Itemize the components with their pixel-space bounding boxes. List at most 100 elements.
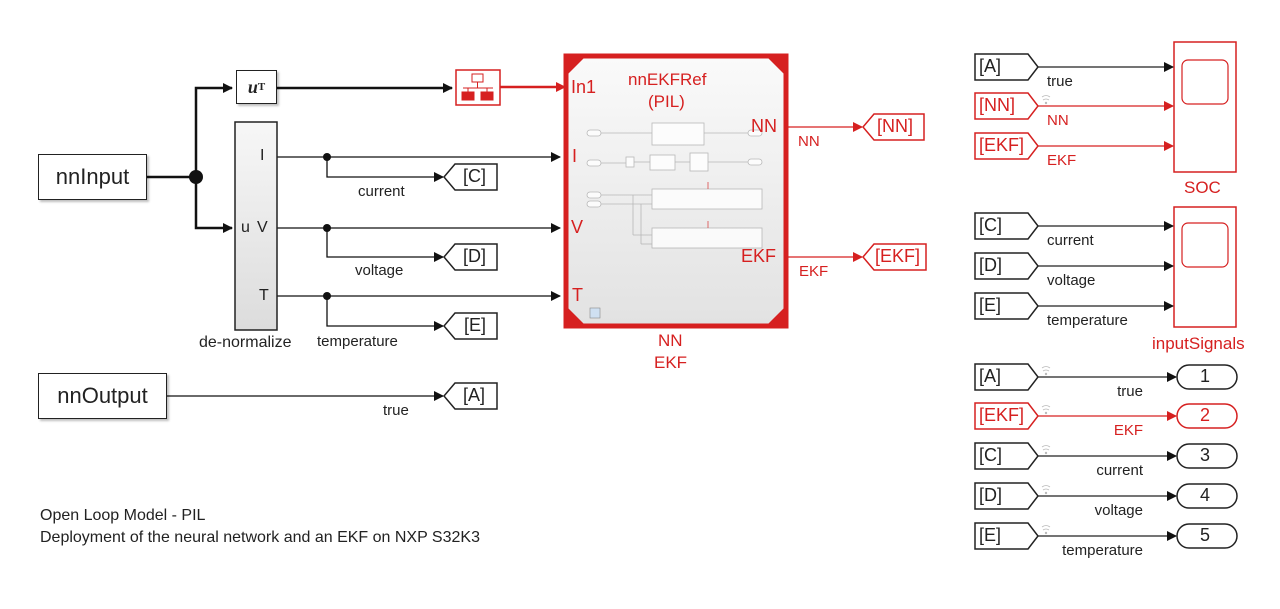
pil-inport-In1: In1 — [571, 77, 597, 97]
port-label-u: u — [241, 219, 250, 236]
outport-block[interactable] — [1176, 483, 1238, 509]
from-tag: [E] — [979, 295, 1002, 315]
from-block-soc[interactable] — [974, 132, 1039, 160]
scope-input-signals[interactable] — [1173, 206, 1237, 328]
from-tag: [C] — [979, 445, 1003, 465]
pil-caption-line2: EKF — [654, 353, 688, 372]
wire-to-transpose[interactable] — [194, 83, 233, 177]
signal-label: temperature — [1047, 312, 1128, 329]
annotation-line1: Open Loop Model - PIL — [40, 507, 206, 524]
signal-label: NN — [1047, 112, 1069, 129]
signal-logging-icon — [1041, 366, 1051, 376]
wire-to-denormalize[interactable] — [194, 177, 233, 233]
hierarchy-icon — [461, 73, 494, 101]
pil-inport-T: T — [572, 285, 583, 305]
goto-tag-C: [C] — [463, 166, 487, 186]
nninput-block[interactable]: nnInput — [38, 154, 147, 200]
signal-logging-icon — [1041, 445, 1051, 455]
port-label-I: I — [260, 147, 265, 164]
pil-inport-V: V — [571, 217, 584, 237]
from-block-outport[interactable] — [974, 522, 1039, 550]
signal-label-ekf: EKF — [799, 263, 829, 280]
signal-label: EKF — [1047, 152, 1077, 169]
from-tag: [EKF] — [979, 405, 1025, 425]
from-tag: [D] — [979, 255, 1003, 275]
signal-label: temperature — [1062, 542, 1143, 559]
annotation-line2: Deployment of the neural network and an … — [40, 529, 480, 546]
signal-label: true — [1117, 383, 1143, 400]
from-block-inputs[interactable] — [974, 212, 1039, 240]
signal-logging-icon — [1041, 95, 1051, 105]
signal-label: true — [1047, 73, 1073, 90]
from-block-outport[interactable] — [974, 402, 1039, 430]
pil-outport-EKF: EKF — [741, 246, 777, 266]
signal-label: current — [1096, 462, 1143, 479]
signal-logging-icon — [1041, 525, 1051, 535]
signal-logging-icon — [1041, 485, 1051, 495]
goto-tag-D: [D] — [463, 246, 487, 266]
signal-label-voltage: voltage — [355, 262, 404, 279]
outport-number: 4 — [1200, 485, 1211, 505]
goto-tag-EKF: [EKF] — [875, 246, 921, 266]
signal-label: voltage — [1094, 502, 1143, 519]
from-tag: [A] — [979, 56, 1002, 76]
signal-label: voltage — [1047, 272, 1096, 289]
from-block-outport[interactable] — [974, 482, 1039, 510]
model-reference-icon — [589, 307, 601, 319]
wire-current-goto[interactable] — [326, 157, 444, 182]
scope-input-signals-label: inputSignals — [1152, 334, 1245, 353]
pil-caption-line1: NN — [658, 331, 683, 350]
from-tag: [A] — [979, 366, 1002, 386]
from-block-inputs[interactable] — [974, 252, 1039, 280]
goto-tag-NN: [NN] — [877, 116, 913, 136]
from-block-inputs[interactable] — [974, 292, 1039, 320]
goto-EKF[interactable] — [862, 243, 927, 271]
goto-E[interactable] — [443, 312, 498, 340]
branch-point — [323, 292, 331, 300]
pil-title-line2: (PIL) — [648, 92, 685, 111]
signal-label: EKF — [1113, 422, 1143, 439]
from-tag: [E] — [979, 525, 1002, 545]
scope-soc[interactable] — [1173, 41, 1237, 173]
from-block-outport[interactable] — [974, 442, 1039, 470]
from-block-soc[interactable] — [974, 92, 1039, 120]
transpose-base: u — [247, 76, 258, 97]
denormalize-block[interactable] — [234, 121, 278, 331]
wire-voltage-goto[interactable] — [326, 228, 444, 262]
signal-label-temperature: temperature — [317, 333, 398, 350]
from-tag: [NN] — [979, 95, 1015, 115]
outport-block[interactable] — [1176, 443, 1238, 469]
branch-point — [189, 170, 203, 184]
outport-block[interactable] — [1176, 403, 1238, 429]
wire-temperature-goto[interactable] — [326, 296, 444, 331]
signal-label-nn: NN — [798, 133, 820, 150]
signal-logging-icon — [1041, 405, 1051, 415]
goto-D[interactable] — [443, 243, 498, 271]
from-block-outport[interactable] — [974, 363, 1039, 391]
from-tag: [C] — [979, 215, 1003, 235]
nnoutput-block[interactable]: nnOutput — [38, 373, 167, 419]
outport-number: 1 — [1200, 366, 1211, 386]
port-label-T: T — [259, 287, 269, 304]
outport-number: 2 — [1200, 405, 1211, 425]
transpose-sup: T — [257, 81, 266, 93]
branch-point — [323, 153, 331, 161]
pil-subsystem-block[interactable] — [563, 53, 789, 329]
rate-transition-block[interactable] — [455, 69, 501, 106]
goto-C[interactable] — [443, 163, 498, 191]
subsystem-preview — [586, 122, 763, 249]
pil-inport-I: I — [572, 146, 578, 166]
goto-A[interactable] — [443, 382, 498, 410]
pil-title-line1: nnEKFRef — [628, 70, 707, 89]
outport-block[interactable] — [1176, 523, 1238, 549]
from-block-soc[interactable] — [974, 53, 1039, 81]
branch-point — [323, 224, 331, 232]
from-tag: [D] — [979, 485, 1003, 505]
signal-label-current: current — [358, 183, 405, 200]
outport-number: 3 — [1200, 445, 1211, 465]
signal-label: current — [1047, 232, 1094, 249]
from-tag: [EKF] — [979, 135, 1025, 155]
outport-block[interactable] — [1176, 364, 1238, 390]
goto-NN[interactable] — [862, 113, 925, 141]
